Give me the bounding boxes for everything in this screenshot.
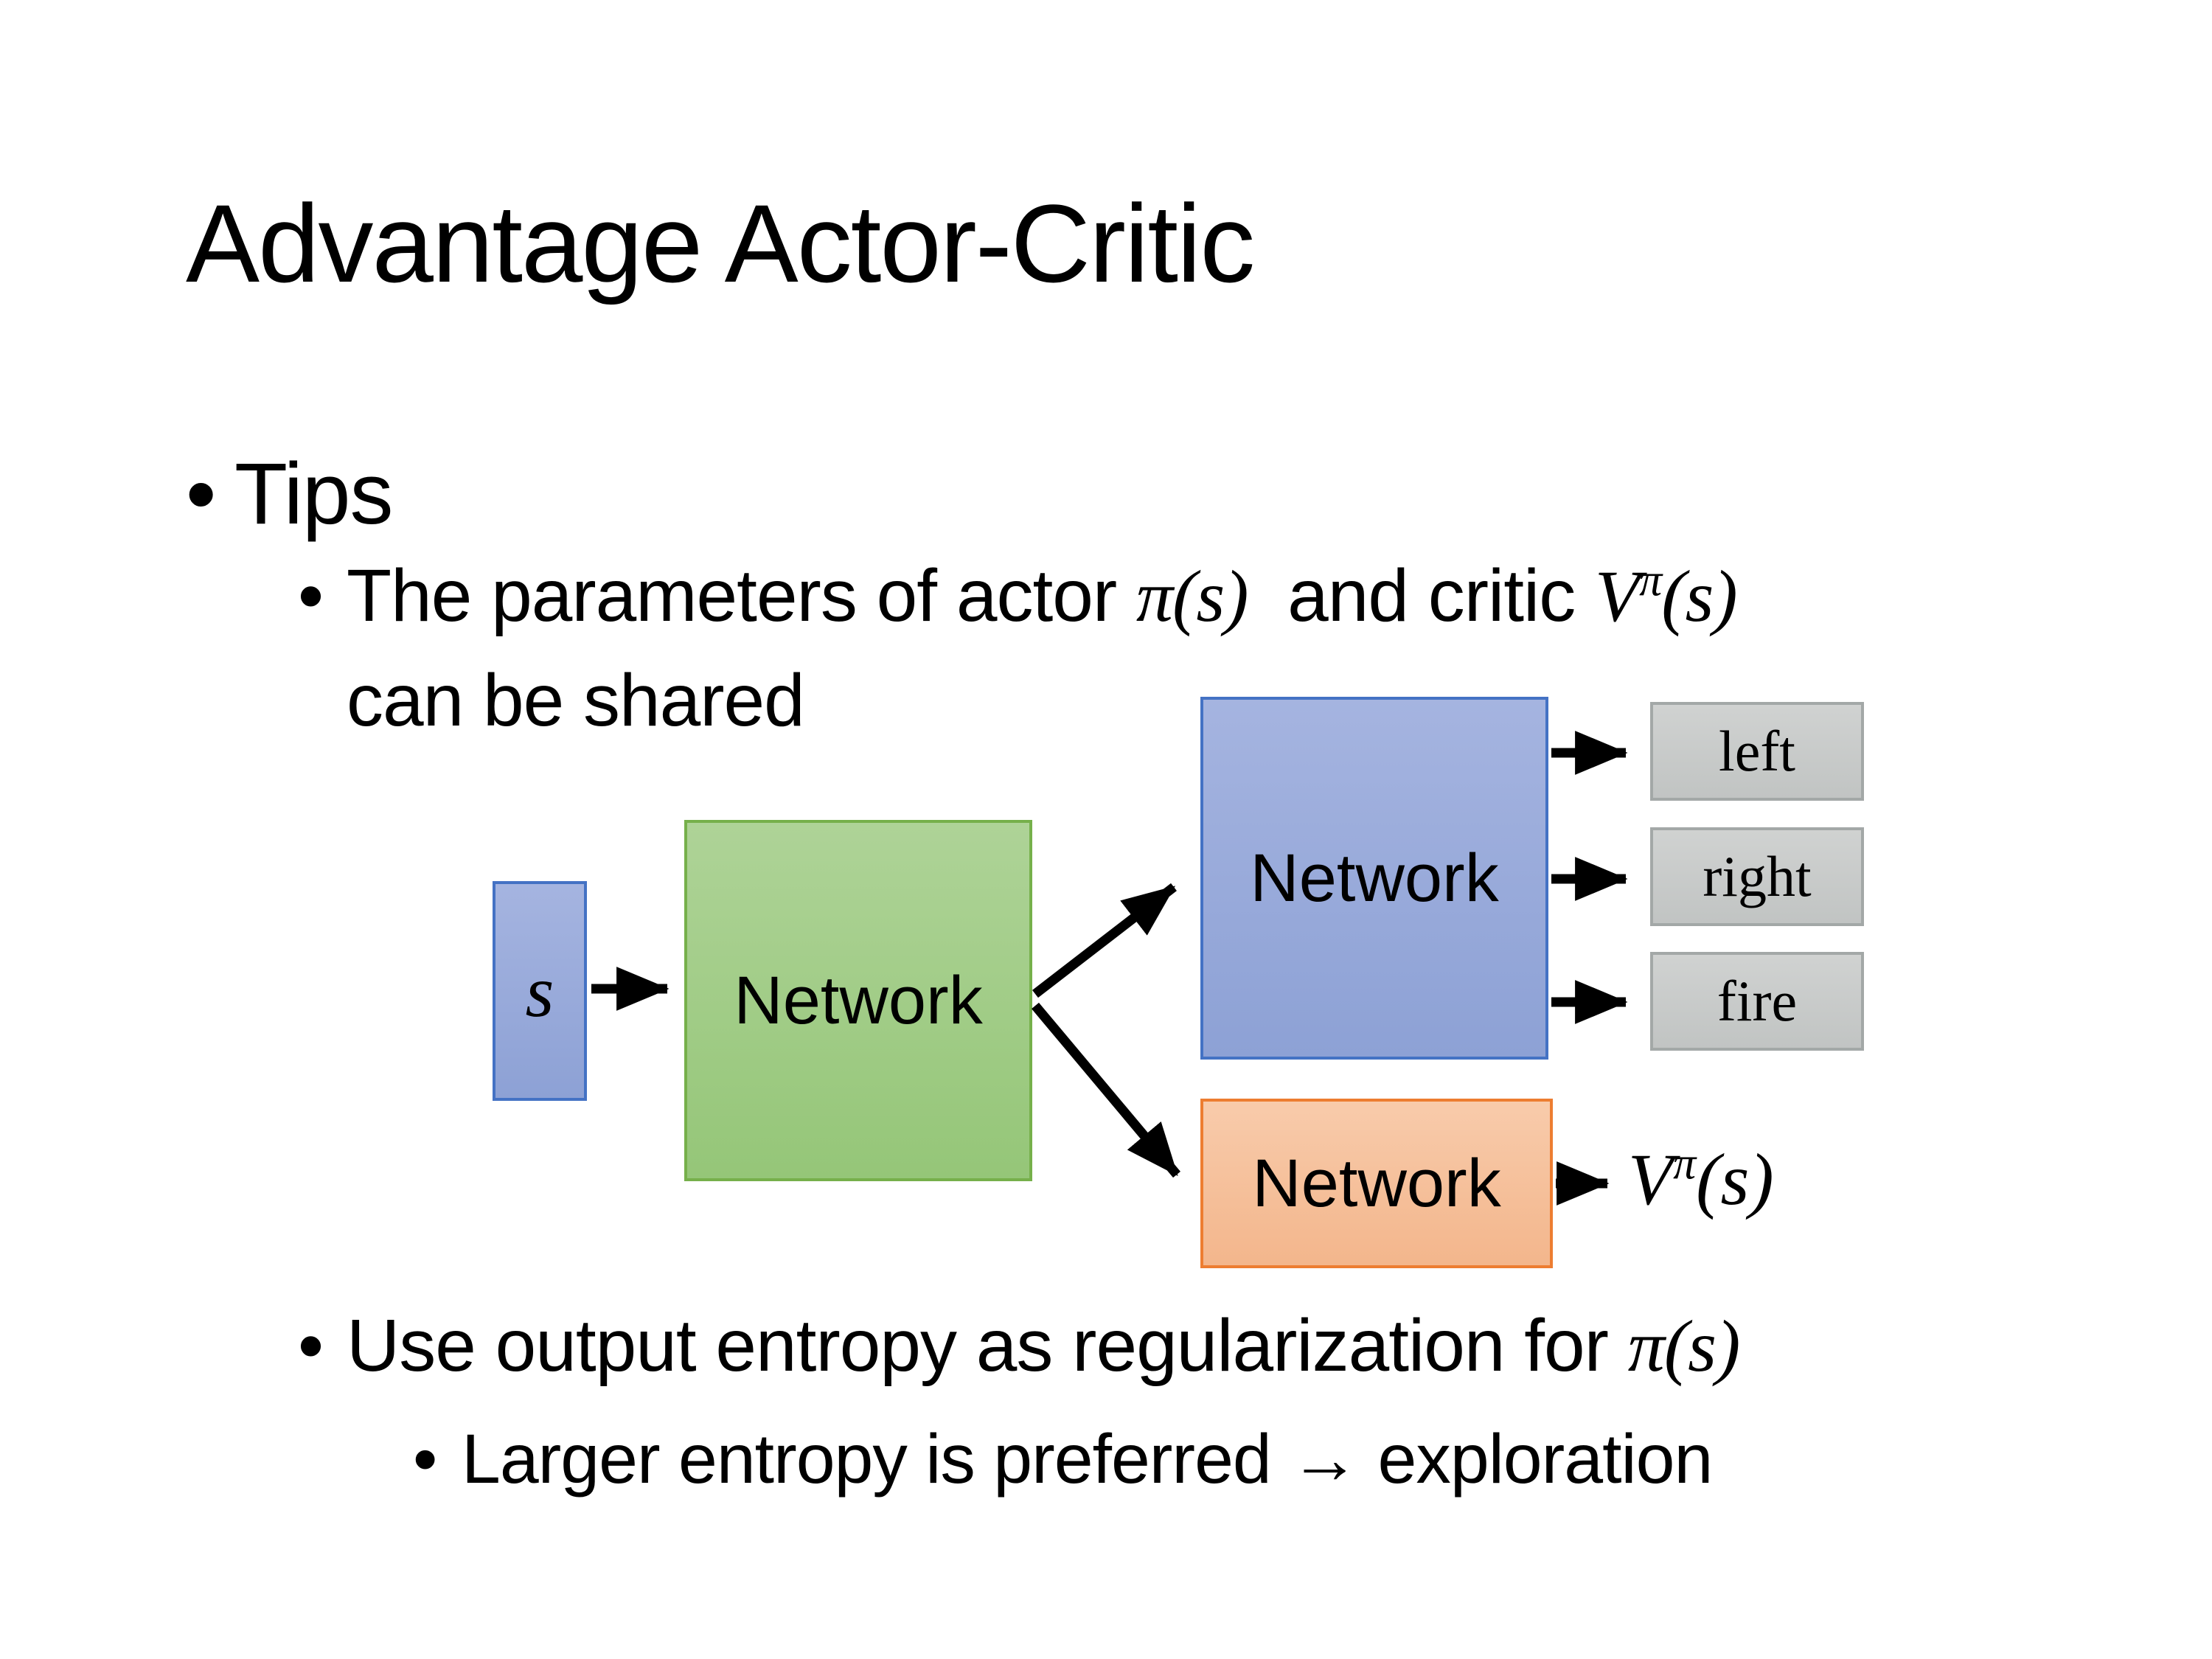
parameters-mid: and critic — [1248, 554, 1596, 637]
tips-label: Tips — [234, 445, 394, 543]
action-box-fire: fire — [1650, 952, 1864, 1051]
critic-v-args: (s) — [1661, 555, 1738, 637]
actor-network-box: Network — [1200, 697, 1548, 1060]
shared-network-box: Network — [684, 820, 1032, 1181]
value-output-label: Vπ(s) — [1628, 1139, 1774, 1220]
entropy-text: Use output entropy as regularization for… — [347, 1301, 1741, 1391]
value-v-symbol: V — [1628, 1138, 1674, 1220]
bullet-line-entropy: • Use output entropy as regularization f… — [298, 1301, 1741, 1391]
critic-v-symbol: V — [1595, 555, 1640, 637]
actor-pi-math: π(s) — [1135, 555, 1249, 637]
bullet-icon: • — [413, 1420, 437, 1498]
shared-network-label: Network — [734, 962, 983, 1038]
bullet-line-tips: • Tips — [186, 442, 394, 547]
arrow-shared-to-actor — [1032, 883, 1177, 998]
arrow-shared-to-critic — [1032, 1002, 1180, 1178]
parameters-text: The parameters of actor π(s) and critic … — [347, 552, 1738, 641]
action-label-left: left — [1719, 719, 1795, 783]
parameters-prefix: The parameters of actor — [347, 554, 1136, 637]
critic-v-math: Vπ(s) — [1595, 555, 1738, 637]
action-label-fire: fire — [1717, 969, 1798, 1033]
value-args: (s) — [1696, 1138, 1774, 1220]
bullet-icon: • — [298, 1304, 324, 1387]
critic-network-label: Network — [1252, 1145, 1501, 1221]
action-box-right: right — [1650, 827, 1864, 926]
action-label-right: right — [1703, 844, 1812, 908]
bullet-line-parameters: • The parameters of actor π(s) and criti… — [298, 552, 1738, 641]
bullet-icon: • — [298, 554, 324, 637]
action-box-left: left — [1650, 702, 1864, 801]
bullet-line-shared: can be shared — [347, 656, 805, 745]
actor-network-label: Network — [1250, 840, 1499, 916]
critic-network-box: Network — [1200, 1099, 1553, 1268]
critic-v-superscript: π — [1639, 555, 1662, 606]
bullet-line-exploration: • Larger entropy is preferred → explorat… — [413, 1417, 1713, 1501]
value-superscript: π — [1673, 1138, 1697, 1189]
bullet-icon: • — [186, 445, 216, 543]
entropy-pi-math: π(s) — [1627, 1305, 1741, 1387]
state-box: s — [493, 881, 587, 1101]
entropy-prefix: Use output entropy as regularization for — [347, 1304, 1628, 1387]
state-label: s — [525, 950, 554, 1032]
page-title: Advantage Actor-Critic — [186, 181, 1255, 305]
shared-text: can be shared — [347, 659, 805, 742]
exploration-text: Larger entropy is preferred → exploratio… — [462, 1420, 1713, 1498]
